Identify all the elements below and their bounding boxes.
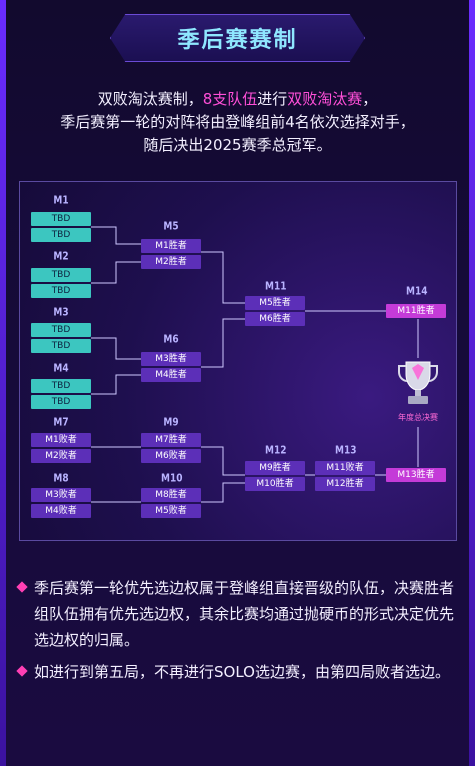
slot-m8-b: M4败者 xyxy=(31,504,91,518)
intro-line-1: 双败淘汰赛制，8支队伍进行双败淘汰赛， xyxy=(20,88,455,111)
notes-list: 季后赛第一轮优先选边权属于登峰组直接晋级的队伍，决赛胜者组队伍拥有优先选边权，其… xyxy=(16,575,458,691)
trophy-icon xyxy=(398,361,438,404)
slot-m6-b: M4胜者 xyxy=(141,368,201,382)
slot-m13-b: M12胜者 xyxy=(315,477,375,491)
slot-m12-b: M10胜者 xyxy=(245,477,305,491)
match-label-m10: M10 xyxy=(161,473,183,485)
slot-m11-b: M6胜者 xyxy=(245,312,305,326)
intro-text: 双败淘汰赛制，8支队伍进行双败淘汰赛， 季后赛第一轮的对阵将由登峰组前4名依次选… xyxy=(20,88,455,157)
note-item: 如进行到第五局，不再进行SOLO选边赛，由第四局败者选边。 xyxy=(16,659,458,685)
slot-m7-b: M2败者 xyxy=(31,449,91,463)
match-label-m14: M14 xyxy=(406,286,428,298)
match-label-m1: M1 xyxy=(53,195,69,207)
left-frame xyxy=(0,0,6,766)
match-label-m2: M2 xyxy=(53,251,69,263)
title-banner: 季后赛赛制 xyxy=(110,14,365,62)
diamond-bullet-icon xyxy=(16,665,28,677)
match-label-m8: M8 xyxy=(53,473,69,485)
slot-m13-a: M11败者 xyxy=(315,461,375,475)
final-label: 年度总决赛 xyxy=(398,413,438,422)
slot-m2-b: TBD xyxy=(31,284,91,298)
match-label-m11: M11 xyxy=(265,281,287,293)
note-item: 季后赛第一轮优先选边权属于登峰组直接晋级的队伍，决赛胜者组队伍拥有优先选边权，其… xyxy=(16,575,458,653)
slot-m3-b: TBD xyxy=(31,339,91,353)
bracket-panel: M1 TBD TBD M2 TBD TBD M3 TBD TBD M4 TBD … xyxy=(19,181,457,541)
intro-line-3: 随后决出2025赛季总冠军。 xyxy=(143,136,332,154)
slot-m14-b: M13胜者 xyxy=(386,468,446,482)
slot-m14-a: M11胜者 xyxy=(386,304,446,318)
slot-m5-b: M2胜者 xyxy=(141,255,201,269)
slot-m5-a: M1胜者 xyxy=(141,239,201,253)
intro-text-segment: ， xyxy=(362,90,378,108)
slot-m6-a: M3胜者 xyxy=(141,352,201,366)
diamond-bullet-icon xyxy=(16,581,28,593)
match-label-m13: M13 xyxy=(335,445,357,457)
slot-m1-a: TBD xyxy=(31,212,91,226)
match-label-m4: M4 xyxy=(53,363,69,375)
page-title: 季后赛赛制 xyxy=(177,28,298,53)
note-text: 如进行到第五局，不再进行SOLO选边赛，由第四局败者选边。 xyxy=(34,663,450,681)
slot-m4-a: TBD xyxy=(31,379,91,393)
match-label-m6: M6 xyxy=(163,334,179,346)
intro-highlight: 双败淘汰赛 xyxy=(287,90,363,108)
slot-m9-a: M7胜者 xyxy=(141,433,201,447)
match-label-m9: M9 xyxy=(163,417,179,429)
note-text: 季后赛第一轮优先选边权属于登峰组直接晋级的队伍，决赛胜者组队伍拥有优先选边权，其… xyxy=(34,579,455,649)
slot-m3-a: TBD xyxy=(31,323,91,337)
intro-text-segment: 进行 xyxy=(257,90,288,108)
intro-highlight: 8支队伍 xyxy=(202,90,258,108)
slot-m12-a: M9胜者 xyxy=(245,461,305,475)
slot-m7-a: M1败者 xyxy=(31,433,91,447)
match-label-m12: M12 xyxy=(265,445,287,457)
right-frame xyxy=(469,0,475,766)
match-label-m5: M5 xyxy=(163,221,179,233)
bracket-connector-lines xyxy=(91,226,419,503)
match-label-m3: M3 xyxy=(53,307,69,319)
slot-m4-b: TBD xyxy=(31,395,91,409)
intro-line-2: 季后赛第一轮的对阵将由登峰组前4名依次选择对手， xyxy=(60,113,415,131)
slot-m10-a: M8胜者 xyxy=(141,488,201,502)
slot-m1-b: TBD xyxy=(31,228,91,242)
slot-m10-b: M5败者 xyxy=(141,504,201,518)
intro-text-segment: 双败淘汰赛制， xyxy=(97,90,203,108)
slot-m8-a: M3败者 xyxy=(31,488,91,502)
slot-m9-b: M6败者 xyxy=(141,449,201,463)
slot-m2-a: TBD xyxy=(31,268,91,282)
slot-m11-a: M5胜者 xyxy=(245,296,305,310)
match-label-m7: M7 xyxy=(53,417,69,429)
